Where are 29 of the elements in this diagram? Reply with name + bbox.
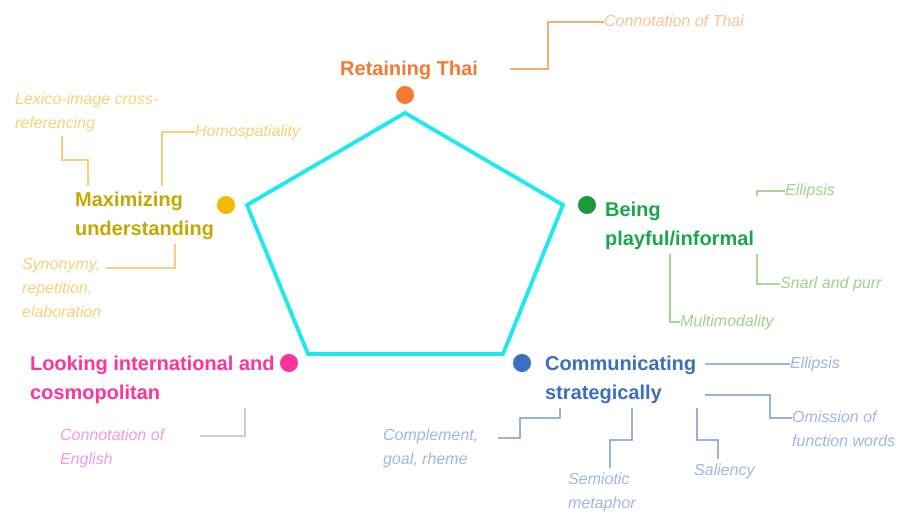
leader-line (696, 408, 719, 459)
technique-label: Homospatiality (195, 120, 345, 144)
technique-label: Lexico-image cross-referencing (15, 88, 185, 136)
strategy-label: Retaining Thai (340, 55, 510, 84)
leader-line (756, 254, 780, 285)
technique-label: Saliency (694, 459, 774, 483)
leader-line (106, 244, 176, 269)
leader-line (756, 190, 785, 196)
leader-line (705, 363, 790, 365)
strategy-label: Communicating strategically (545, 350, 705, 408)
leader-line (61, 136, 89, 186)
technique-label: Connotation of Thai (604, 10, 794, 34)
leader-line (510, 21, 604, 70)
leader-line (498, 408, 561, 439)
strategy-label: Looking international and cosmopolitan (30, 350, 280, 408)
leader-line (609, 408, 633, 468)
technique-label: Snarl and purr (780, 272, 905, 296)
technique-label: Multimodality (680, 310, 800, 334)
technique-label: Synonymy, repetition, elaboration (22, 253, 106, 325)
technique-label: Semiotic metaphor (568, 468, 658, 516)
leader-line (705, 394, 792, 419)
leader-line (669, 254, 680, 323)
leader-line (200, 408, 246, 437)
strategy-label: Maximizing understanding (75, 186, 235, 244)
technique-label: Complement, goal, rheme (383, 424, 498, 472)
technique-label: Omission of function words (792, 406, 910, 454)
technique-label: Connotation of English (60, 424, 200, 472)
technique-label: Ellipsis (790, 352, 860, 376)
leader-line (161, 131, 195, 186)
